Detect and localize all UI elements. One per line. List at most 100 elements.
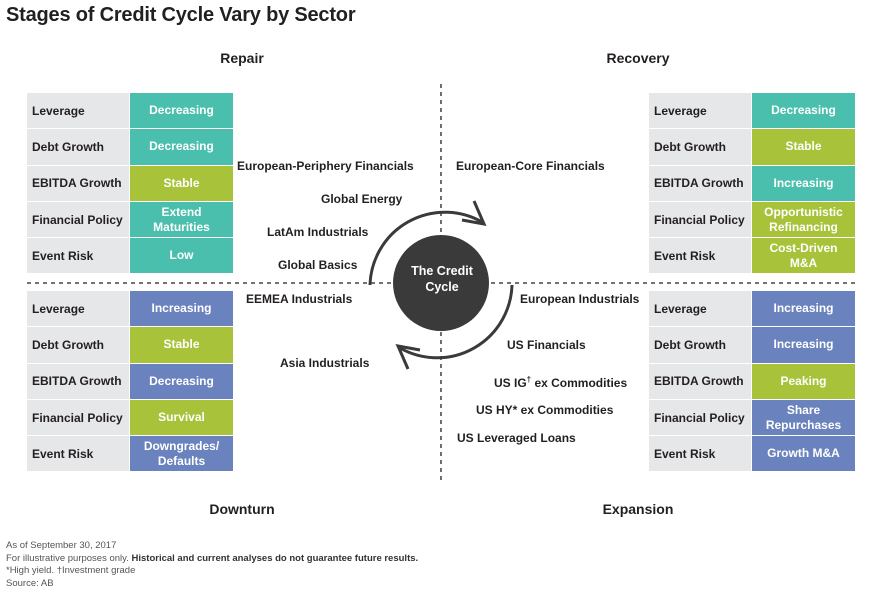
- upper-arrowhead-icon: [461, 200, 487, 226]
- row-label: Financial Policy: [27, 201, 130, 238]
- sector-label-us-ig: US IG† ex Commodities: [494, 375, 627, 390]
- quadrant-title-expansion: Expansion: [602, 501, 674, 517]
- sector-label: Global Energy: [321, 192, 403, 206]
- row-value: Downgrades/ Defaults: [130, 436, 233, 472]
- row-label: Debt Growth: [649, 129, 752, 165]
- sector-label: European Industrials: [520, 292, 640, 306]
- row-value: Stable: [752, 129, 855, 165]
- credit-cycle-circle: [393, 235, 489, 331]
- quadrant-title-repair: Repair: [220, 50, 264, 66]
- footnote-source: Source: AB: [6, 577, 54, 589]
- row-label: Debt Growth: [649, 327, 752, 363]
- sector-label-us-ig-prefix: US IG: [494, 376, 527, 390]
- sector-label: US Leveraged Loans: [457, 431, 576, 445]
- row-value: Increasing: [752, 165, 855, 201]
- row-value: Increasing: [752, 327, 855, 363]
- row-label: Debt Growth: [27, 129, 130, 165]
- row-value: Stable: [130, 165, 233, 201]
- row-label: EBITDA Growth: [649, 165, 752, 201]
- row-label: Event Risk: [649, 436, 752, 472]
- row-label: Financial Policy: [649, 201, 752, 238]
- row-value: Peaking: [752, 363, 855, 399]
- quadrant-title-recovery: Recovery: [606, 50, 670, 66]
- row-label: Leverage: [27, 291, 130, 327]
- sector-label-us-ig-suffix: ex Commodities: [531, 376, 628, 390]
- quadrant-title-downturn: Downturn: [209, 501, 275, 517]
- row-value: Increasing: [752, 291, 855, 327]
- row-value: Extend Maturities: [130, 201, 233, 238]
- sector-label: Global Basics: [278, 258, 358, 272]
- dagger-superscript: †: [526, 375, 532, 384]
- sector-label: European-Core Financials: [456, 159, 605, 173]
- lower-arrowhead-icon: [395, 344, 421, 370]
- footnote-disclaimer: Historical and current analyses do not g…: [131, 552, 419, 564]
- center-label: The Credit Cycle: [394, 263, 490, 295]
- row-label: Financial Policy: [649, 399, 752, 436]
- footnote-abbreviations: *High yield. †Investment grade: [6, 565, 136, 576]
- row-label: Leverage: [649, 291, 752, 327]
- upper-arc-arrow: [368, 210, 483, 286]
- row-label: Event Risk: [649, 238, 752, 274]
- row-label: Event Risk: [27, 436, 130, 472]
- footnote-disclaimer-line: For illustrative purposes only. Historic…: [6, 553, 418, 566]
- row-label: Debt Growth: [27, 327, 130, 363]
- row-value: Decreasing: [130, 93, 233, 129]
- page-title: Stages of Credit Cycle Vary by Sector: [6, 4, 356, 26]
- footnote-date: As of September 30, 2017: [6, 540, 117, 551]
- center-label-line2: Cycle: [425, 280, 459, 294]
- row-label: EBITDA Growth: [649, 363, 752, 399]
- row-value: Low: [130, 238, 233, 274]
- row-value: Decreasing: [752, 93, 855, 129]
- footnotes: As of September 30, 2017 For illustrativ…: [6, 540, 418, 590]
- row-value: Survival: [130, 399, 233, 436]
- sector-label: US Financials: [507, 338, 586, 352]
- row-value: Stable: [130, 327, 233, 363]
- sector-label: LatAm Industrials: [267, 225, 369, 239]
- row-label: EBITDA Growth: [27, 363, 130, 399]
- row-value: Growth M&A: [752, 436, 855, 472]
- sector-label: EEMEA Industrials: [246, 292, 353, 306]
- row-label: Leverage: [27, 93, 130, 129]
- sector-label: US HY* ex Commodities: [476, 403, 614, 417]
- row-value: Increasing: [130, 291, 233, 327]
- center-label-line1: The Credit: [411, 264, 473, 278]
- row-label: Financial Policy: [27, 399, 130, 436]
- row-value: Share Repurchases: [752, 399, 855, 436]
- lower-arc-arrow: [399, 284, 514, 360]
- row-label: EBITDA Growth: [27, 165, 130, 201]
- row-label: Leverage: [649, 93, 752, 129]
- row-value: Decreasing: [130, 363, 233, 399]
- row-label: Event Risk: [27, 238, 130, 274]
- row-value: Cost-Driven M&A: [752, 238, 855, 274]
- sector-label: European-Periphery Financials: [237, 159, 414, 173]
- footnote-illustrative: For illustrative purposes only.: [6, 552, 132, 564]
- sector-label: Asia Industrials: [280, 356, 370, 370]
- row-value: Opportunistic Refinancing: [752, 201, 855, 238]
- row-value: Decreasing: [130, 129, 233, 165]
